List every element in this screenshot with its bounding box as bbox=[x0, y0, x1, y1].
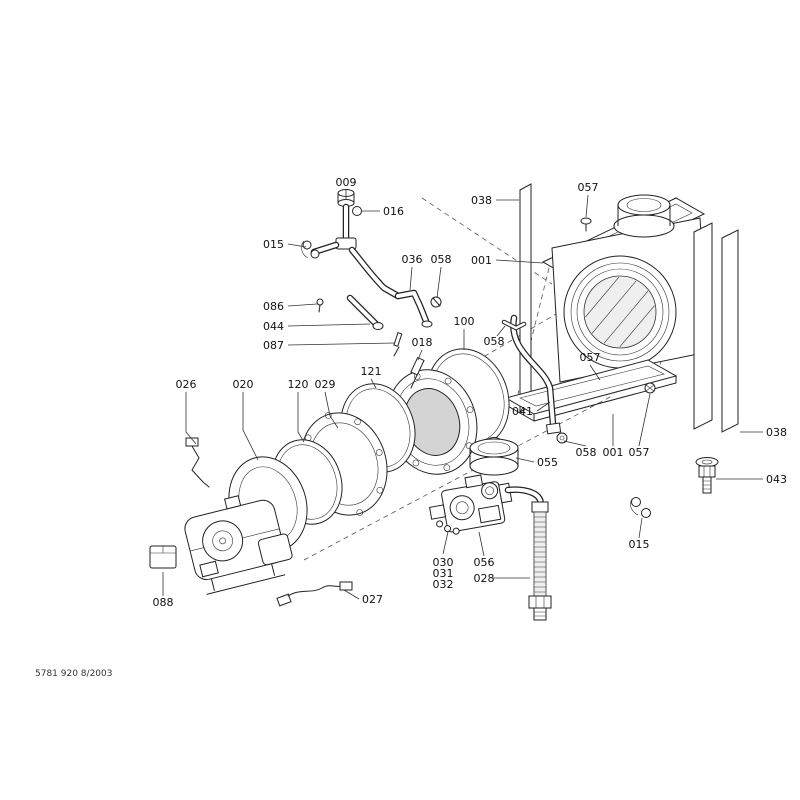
leader-line-030 bbox=[442, 531, 449, 555]
top-valve-assembly bbox=[301, 189, 442, 357]
leader-line-001 bbox=[495, 259, 544, 264]
part-label-056: 056 bbox=[474, 556, 495, 569]
flange-stack bbox=[185, 348, 510, 552]
gas-valve-assembly bbox=[429, 474, 513, 535]
part-label-031: 031 bbox=[433, 567, 454, 580]
igniter-018 bbox=[410, 356, 425, 389]
part-label-036: 036 bbox=[402, 253, 423, 266]
part-label-028: 028 bbox=[474, 572, 495, 585]
hose-028 bbox=[504, 486, 552, 621]
leader-line-058 bbox=[436, 266, 442, 299]
leader-line-020 bbox=[242, 392, 259, 461]
leader-line-055 bbox=[515, 457, 535, 463]
leader-line-087 bbox=[287, 342, 395, 346]
leader-line-036 bbox=[409, 266, 413, 291]
part-label-057: 057 bbox=[578, 181, 599, 194]
labels-layer: 009 016 015 086 044 087 036 058 038 001 057 100 058 0… bbox=[153, 176, 788, 609]
part-label-044: 044 bbox=[263, 320, 284, 333]
bolt-043 bbox=[695, 457, 719, 494]
part-label-030: 030 bbox=[433, 556, 454, 569]
part-label-120: 120 bbox=[288, 378, 309, 391]
leader-line-058 bbox=[563, 440, 587, 447]
leader-line-057 bbox=[585, 194, 589, 218]
leader-line-041 bbox=[536, 401, 551, 412]
part-label-016: 016 bbox=[383, 205, 404, 218]
part-label-020: 020 bbox=[233, 378, 254, 391]
part-label-057: 057 bbox=[629, 446, 650, 459]
part-label-121: 121 bbox=[361, 365, 382, 378]
leader-line-057 bbox=[589, 364, 601, 381]
part-label-087: 087 bbox=[263, 339, 284, 352]
part-label-043: 043 bbox=[766, 473, 787, 486]
part-label-027: 027 bbox=[362, 593, 383, 606]
leader-line-086 bbox=[287, 303, 318, 307]
part-label-018: 018 bbox=[412, 336, 433, 349]
boiler-body bbox=[501, 183, 739, 444]
part-label-086: 086 bbox=[263, 300, 284, 313]
part-label-058: 058 bbox=[576, 446, 597, 459]
cable-027 bbox=[276, 581, 353, 607]
leader-line-044 bbox=[287, 323, 371, 327]
part-label-015: 015 bbox=[263, 238, 284, 251]
leader-line-121 bbox=[370, 378, 377, 389]
burner-assembly bbox=[184, 495, 293, 595]
part-label-009: 009 bbox=[336, 176, 357, 189]
part-label-100: 100 bbox=[454, 315, 475, 328]
leader-line-026 bbox=[185, 392, 197, 445]
leader-line-015 bbox=[287, 243, 307, 248]
electrode-026 bbox=[185, 437, 210, 488]
doc-number: 5781 920 8/2003 bbox=[35, 669, 113, 679]
leader-line-056 bbox=[478, 531, 485, 557]
part-label-029: 029 bbox=[315, 378, 336, 391]
part-label-038: 038 bbox=[766, 426, 787, 439]
part-label-041: 041 bbox=[512, 405, 533, 418]
leader-line-029 bbox=[324, 391, 339, 429]
part-label-055: 055 bbox=[537, 456, 558, 469]
intake-055 bbox=[469, 437, 519, 476]
part-label-088: 088 bbox=[153, 596, 174, 609]
box-088 bbox=[149, 545, 177, 569]
leader-line-057 bbox=[638, 393, 651, 447]
part-label-015: 015 bbox=[629, 538, 650, 551]
part-label-058: 058 bbox=[431, 253, 452, 266]
part-label-001: 001 bbox=[603, 446, 624, 459]
part-label-032: 032 bbox=[433, 578, 454, 591]
leader-line-018 bbox=[417, 349, 423, 361]
part-label-026: 026 bbox=[176, 378, 197, 391]
part-label-058: 058 bbox=[484, 335, 505, 348]
clip-015 bbox=[630, 497, 651, 518]
leader-line-015 bbox=[638, 517, 643, 539]
part-label-001: 001 bbox=[471, 254, 492, 267]
part-label-038: 038 bbox=[471, 194, 492, 207]
leader-line-027 bbox=[343, 589, 360, 600]
part-label-057: 057 bbox=[580, 351, 601, 364]
leader-line-120 bbox=[297, 392, 305, 443]
leader-line-058 bbox=[496, 325, 506, 337]
